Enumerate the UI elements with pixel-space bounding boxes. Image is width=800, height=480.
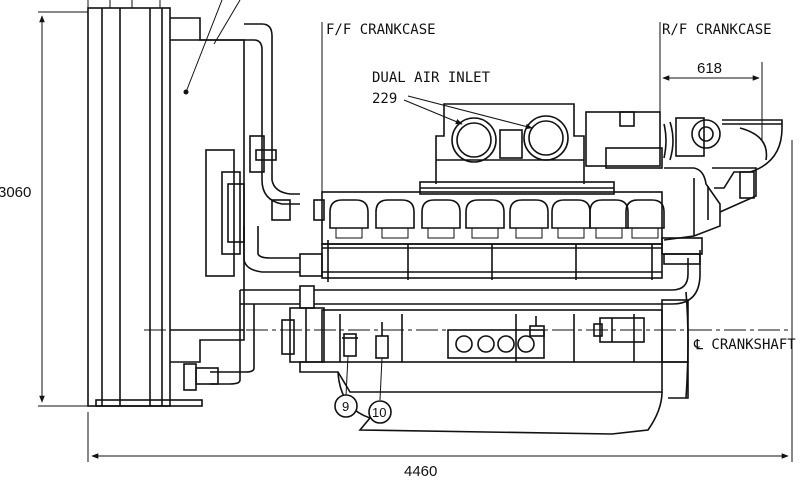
turbocharger [585,111,721,169]
item-10-callout: 10 [368,400,392,424]
height-dimension-label: 3060 [0,184,31,201]
svg-text:10: 10 [372,405,386,420]
radiator [87,0,203,407]
fan-shroud [170,17,245,363]
air-inlet-leader-1 [403,99,463,125]
air-inlet-housing [435,103,585,184]
item-9-component [342,333,358,397]
fan-drive [205,149,245,277]
valve-cover-rail [419,181,615,195]
height-dimension [38,11,92,407]
length-dimension-label: 4460 [404,463,437,480]
rear-overhang-label: 618 [697,60,722,77]
rear-housing [663,167,757,241]
svg-text:9: 9 [342,399,349,414]
leader-lines [185,0,241,93]
lower-pipes [183,363,255,391]
cylinder-heads [329,199,665,239]
air-inlet-size-label: 229 [372,91,397,107]
coolant-pipes [239,23,703,380]
length-dimension [87,140,793,462]
item-9-callout: 9 [334,394,358,418]
ff-crankcase-label: F/F CRANKCASE [326,22,436,38]
exhaust-outlet [714,119,783,199]
dual-air-inlet-label: DUAL AIR INLET [372,70,491,86]
filter-group [447,316,545,359]
crankshaft-label: ℄ CRANKSHAFT [693,337,796,353]
block-rods [327,240,653,362]
rf-crankcase-label: R/F CRANKCASE [662,22,772,38]
air-inlet-leader-2 [407,95,533,130]
item-10-component [375,322,389,401]
